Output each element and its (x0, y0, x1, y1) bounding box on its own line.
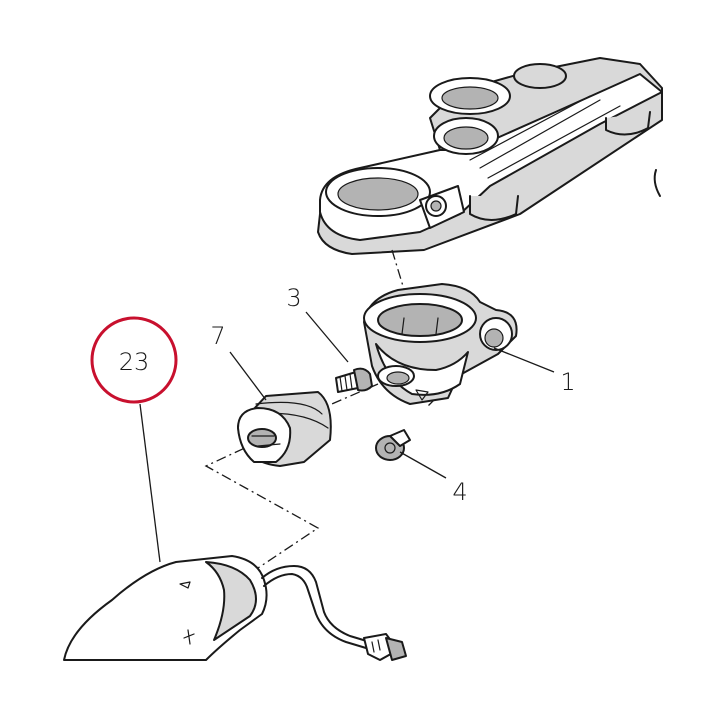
label-part-4: 4 (452, 478, 467, 506)
leader-lines (139, 311, 555, 563)
bolt-part-3 (335, 367, 373, 393)
bolt-part-4 (375, 429, 411, 461)
mounting-bracket (363, 283, 518, 405)
highlight-circle (90, 316, 178, 404)
label-part-3: 3 (286, 284, 301, 312)
label-part-23: 23 (119, 348, 150, 376)
label-part-1: 1 (560, 368, 575, 396)
indicator-housing (63, 555, 407, 661)
triple-clamp (317, 57, 663, 255)
rubber-grommet (237, 391, 332, 467)
label-part-7: 7 (210, 322, 225, 350)
